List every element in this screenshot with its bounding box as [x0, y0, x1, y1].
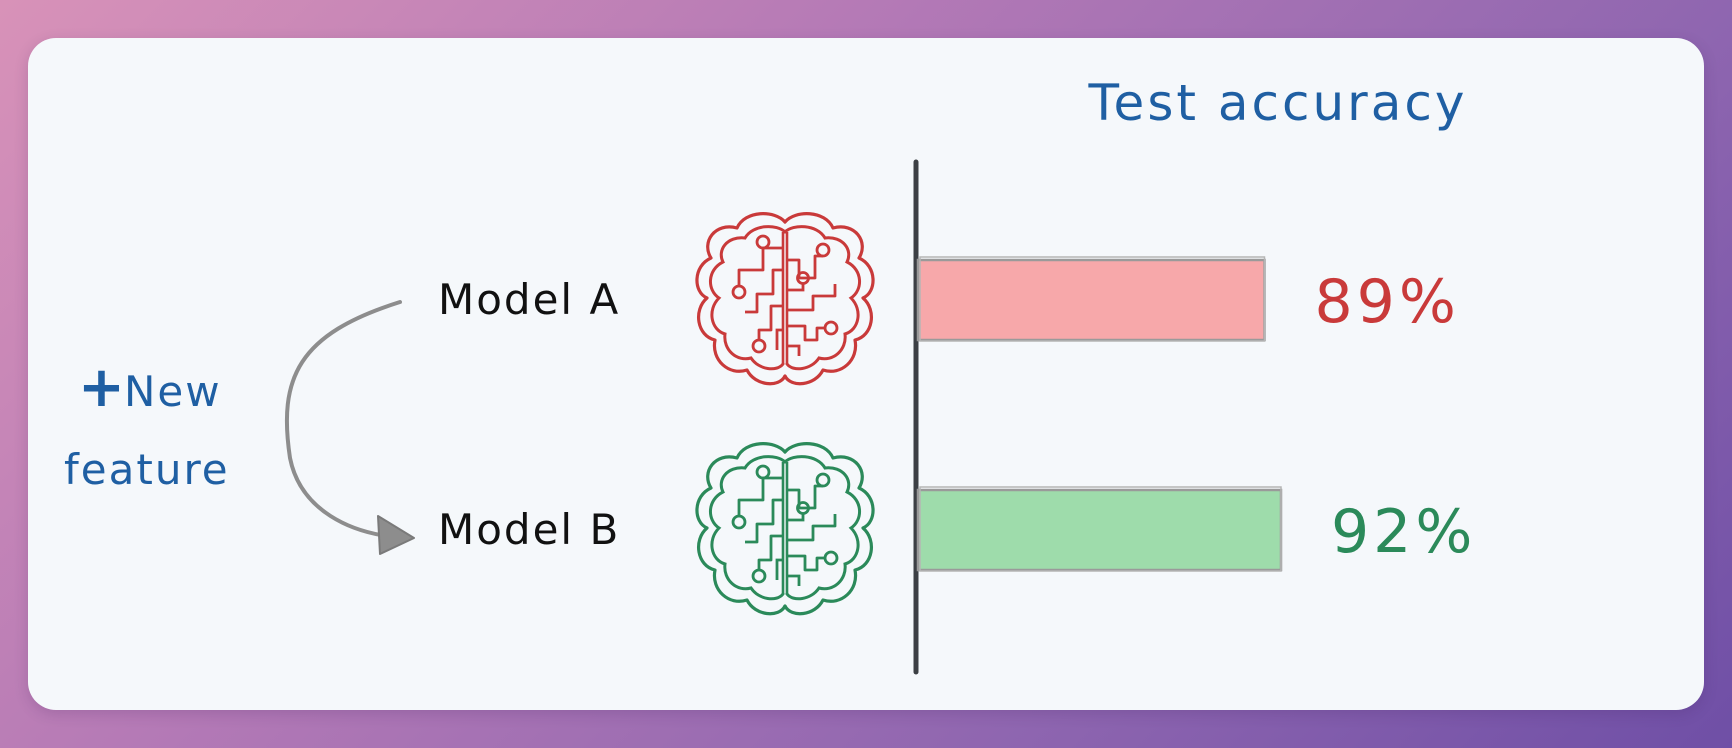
- value-label: 92%: [1331, 497, 1476, 567]
- new-feature-annotation: + New feature: [64, 355, 230, 494]
- brain-circuit-icon: [695, 442, 875, 616]
- category-label: Model B: [438, 505, 620, 554]
- plus-icon: +: [78, 355, 125, 420]
- annotation-line-2: feature: [64, 445, 230, 494]
- bar-outline: [919, 486, 1282, 572]
- bar-outline: [919, 256, 1266, 342]
- bar: [916, 258, 1266, 342]
- curved-arrow-icon: [284, 300, 415, 555]
- brain-circuit-icon: [695, 212, 875, 386]
- value-label: 89%: [1315, 267, 1460, 337]
- bar: [916, 488, 1283, 572]
- chart-rows: Model A 89% Model B 92%: [438, 212, 1476, 616]
- category-label: Model A: [438, 275, 620, 324]
- annotation-line-1: New: [124, 367, 222, 416]
- chart-title: Test accuracy: [1088, 74, 1468, 132]
